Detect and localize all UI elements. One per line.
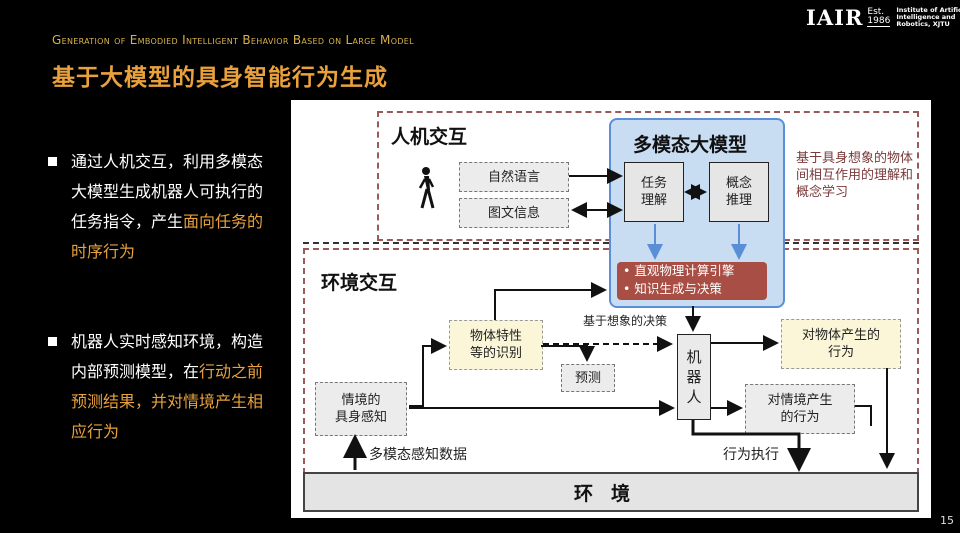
- diagram-panel: 人机交互 环境交互 自然语言 图文信息 多模态大模型 任务 理解 概念 推理 •…: [291, 100, 931, 518]
- logo-est: Est. 1986: [867, 6, 891, 27]
- red-item-physics: • 直观物理计算引擎: [623, 263, 735, 278]
- physics-engine-box: • 直观物理计算引擎 • 知识生成与决策: [617, 262, 767, 300]
- imagination-decision-label: 基于想象的决策: [583, 314, 668, 328]
- llm-title: 多模态大模型: [633, 134, 748, 156]
- bullet-2: 机器人实时感知环境，构造内部预测模型，在行动之前预测结果，并对情境产生相应行为: [48, 327, 270, 447]
- red-item-knowledge: • 知识生成与决策: [623, 281, 722, 296]
- object-behavior-node: 对物体产生的 行为: [781, 319, 901, 369]
- multimodal-data-label: 多模态感知数据: [369, 447, 467, 463]
- slide-subtitle: Generation of Embodied Intelligent Behav…: [52, 33, 414, 47]
- action-execution-label: 行为执行: [723, 447, 779, 463]
- diagram-arrows: [343, 168, 895, 472]
- person-walking-icon: [418, 167, 435, 209]
- hci-title: 人机交互: [391, 126, 468, 148]
- slide-title: 基于大模型的具身智能行为生成: [52, 65, 388, 91]
- object-recognition-node: 物体特性 等的识别: [449, 320, 543, 370]
- natural-language-node: 自然语言: [459, 162, 569, 192]
- institute-name: Institute of Artificial Intelligence and…: [896, 5, 960, 28]
- iair-logo: IAIR Est. 1986 Institute of Artificial I…: [806, 4, 960, 30]
- bullet-1: 通过人机交互，利用多模态大模型生成机器人可执行的任务指令，产生面向任务的时序行为: [48, 147, 270, 267]
- prediction-node: 预测: [561, 364, 615, 392]
- situation-behavior-node: 对情境产生 的行为: [745, 384, 855, 434]
- task-understanding-node: 任务 理解: [624, 162, 684, 222]
- image-text-node: 图文信息: [459, 198, 569, 228]
- environment-bar: 环境: [303, 472, 919, 512]
- environment-label: 环境: [573, 482, 648, 505]
- page-number: 15: [940, 514, 954, 527]
- side-note: 基于具身想象的物体间相互作用的理解和概念学习: [796, 151, 914, 200]
- situation-perception-node: 情境的 具身感知: [315, 382, 407, 436]
- robot-node: 机 器 人: [677, 334, 711, 420]
- concept-reasoning-node: 概念 推理: [709, 162, 769, 222]
- bullet-square-icon: [48, 157, 57, 166]
- logo-text: IAIR: [806, 4, 864, 30]
- bullet-square-icon: [48, 337, 57, 346]
- env-title: 环境交互: [321, 272, 398, 294]
